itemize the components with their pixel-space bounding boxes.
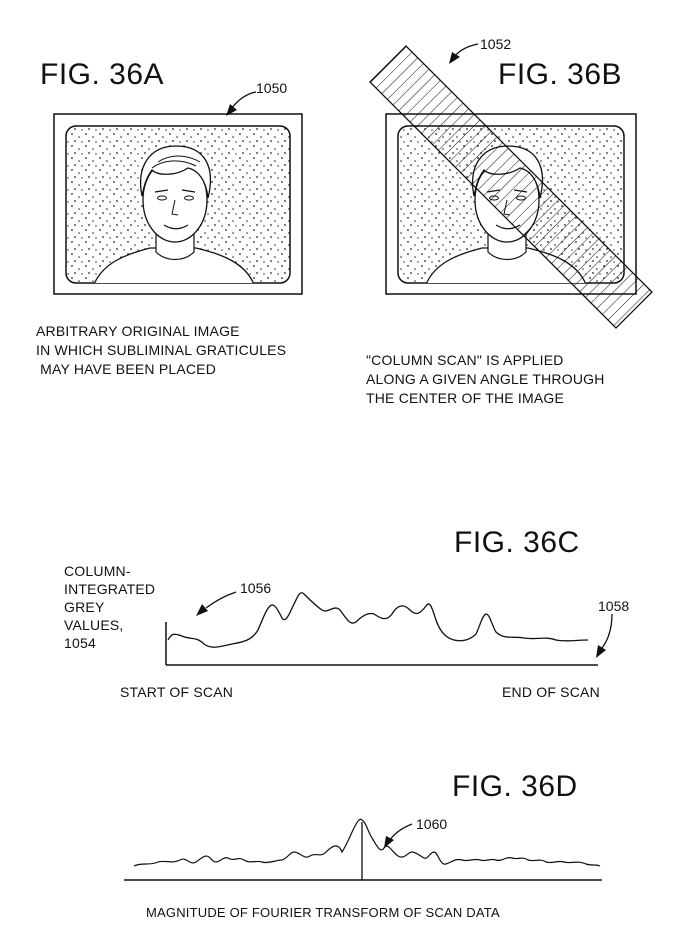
scan-curve	[168, 593, 588, 647]
fig-36b-image	[370, 46, 652, 328]
fig-36c-graph	[166, 593, 598, 665]
fig-36c-title: FIG. 36C	[454, 526, 580, 560]
fig-36c-end-leader-arrow	[596, 614, 612, 658]
fig-36d-title: FIG. 36D	[452, 770, 578, 804]
fig-36c-start-label: START OF SCAN	[120, 683, 233, 702]
fig-36a-caption: ARBITRARY ORIGINAL IMAGE IN WHICH SUBLIM…	[36, 322, 286, 379]
fig-36c-end-label: END OF SCAN	[502, 683, 600, 702]
fig-36d-caption: MAGNITUDE OF FOURIER TRANSFORM OF SCAN D…	[146, 903, 500, 922]
fig-36c-y-label: COLUMN- INTEGRATED GREY VALUES, 1054	[64, 562, 155, 652]
fig-36c-end-ref: 1058	[598, 598, 629, 614]
fig-36d-ref: 1060	[416, 816, 447, 832]
fig-36d-leader-arrow	[384, 824, 412, 848]
fig-36c-curve-ref: 1056	[240, 580, 271, 596]
fig-36d-graph	[124, 819, 602, 880]
fig-36b-leader-arrow	[449, 44, 478, 64]
fig-36a-leader-arrow	[226, 92, 256, 116]
fig-36b-caption: "COLUMN SCAN" IS APPLIED ALONG A GIVEN A…	[366, 351, 605, 408]
fourier-magnitude-curve	[134, 819, 600, 866]
fig-36a-image	[54, 114, 302, 294]
fig-36c-curve-leader-arrow	[196, 592, 236, 616]
